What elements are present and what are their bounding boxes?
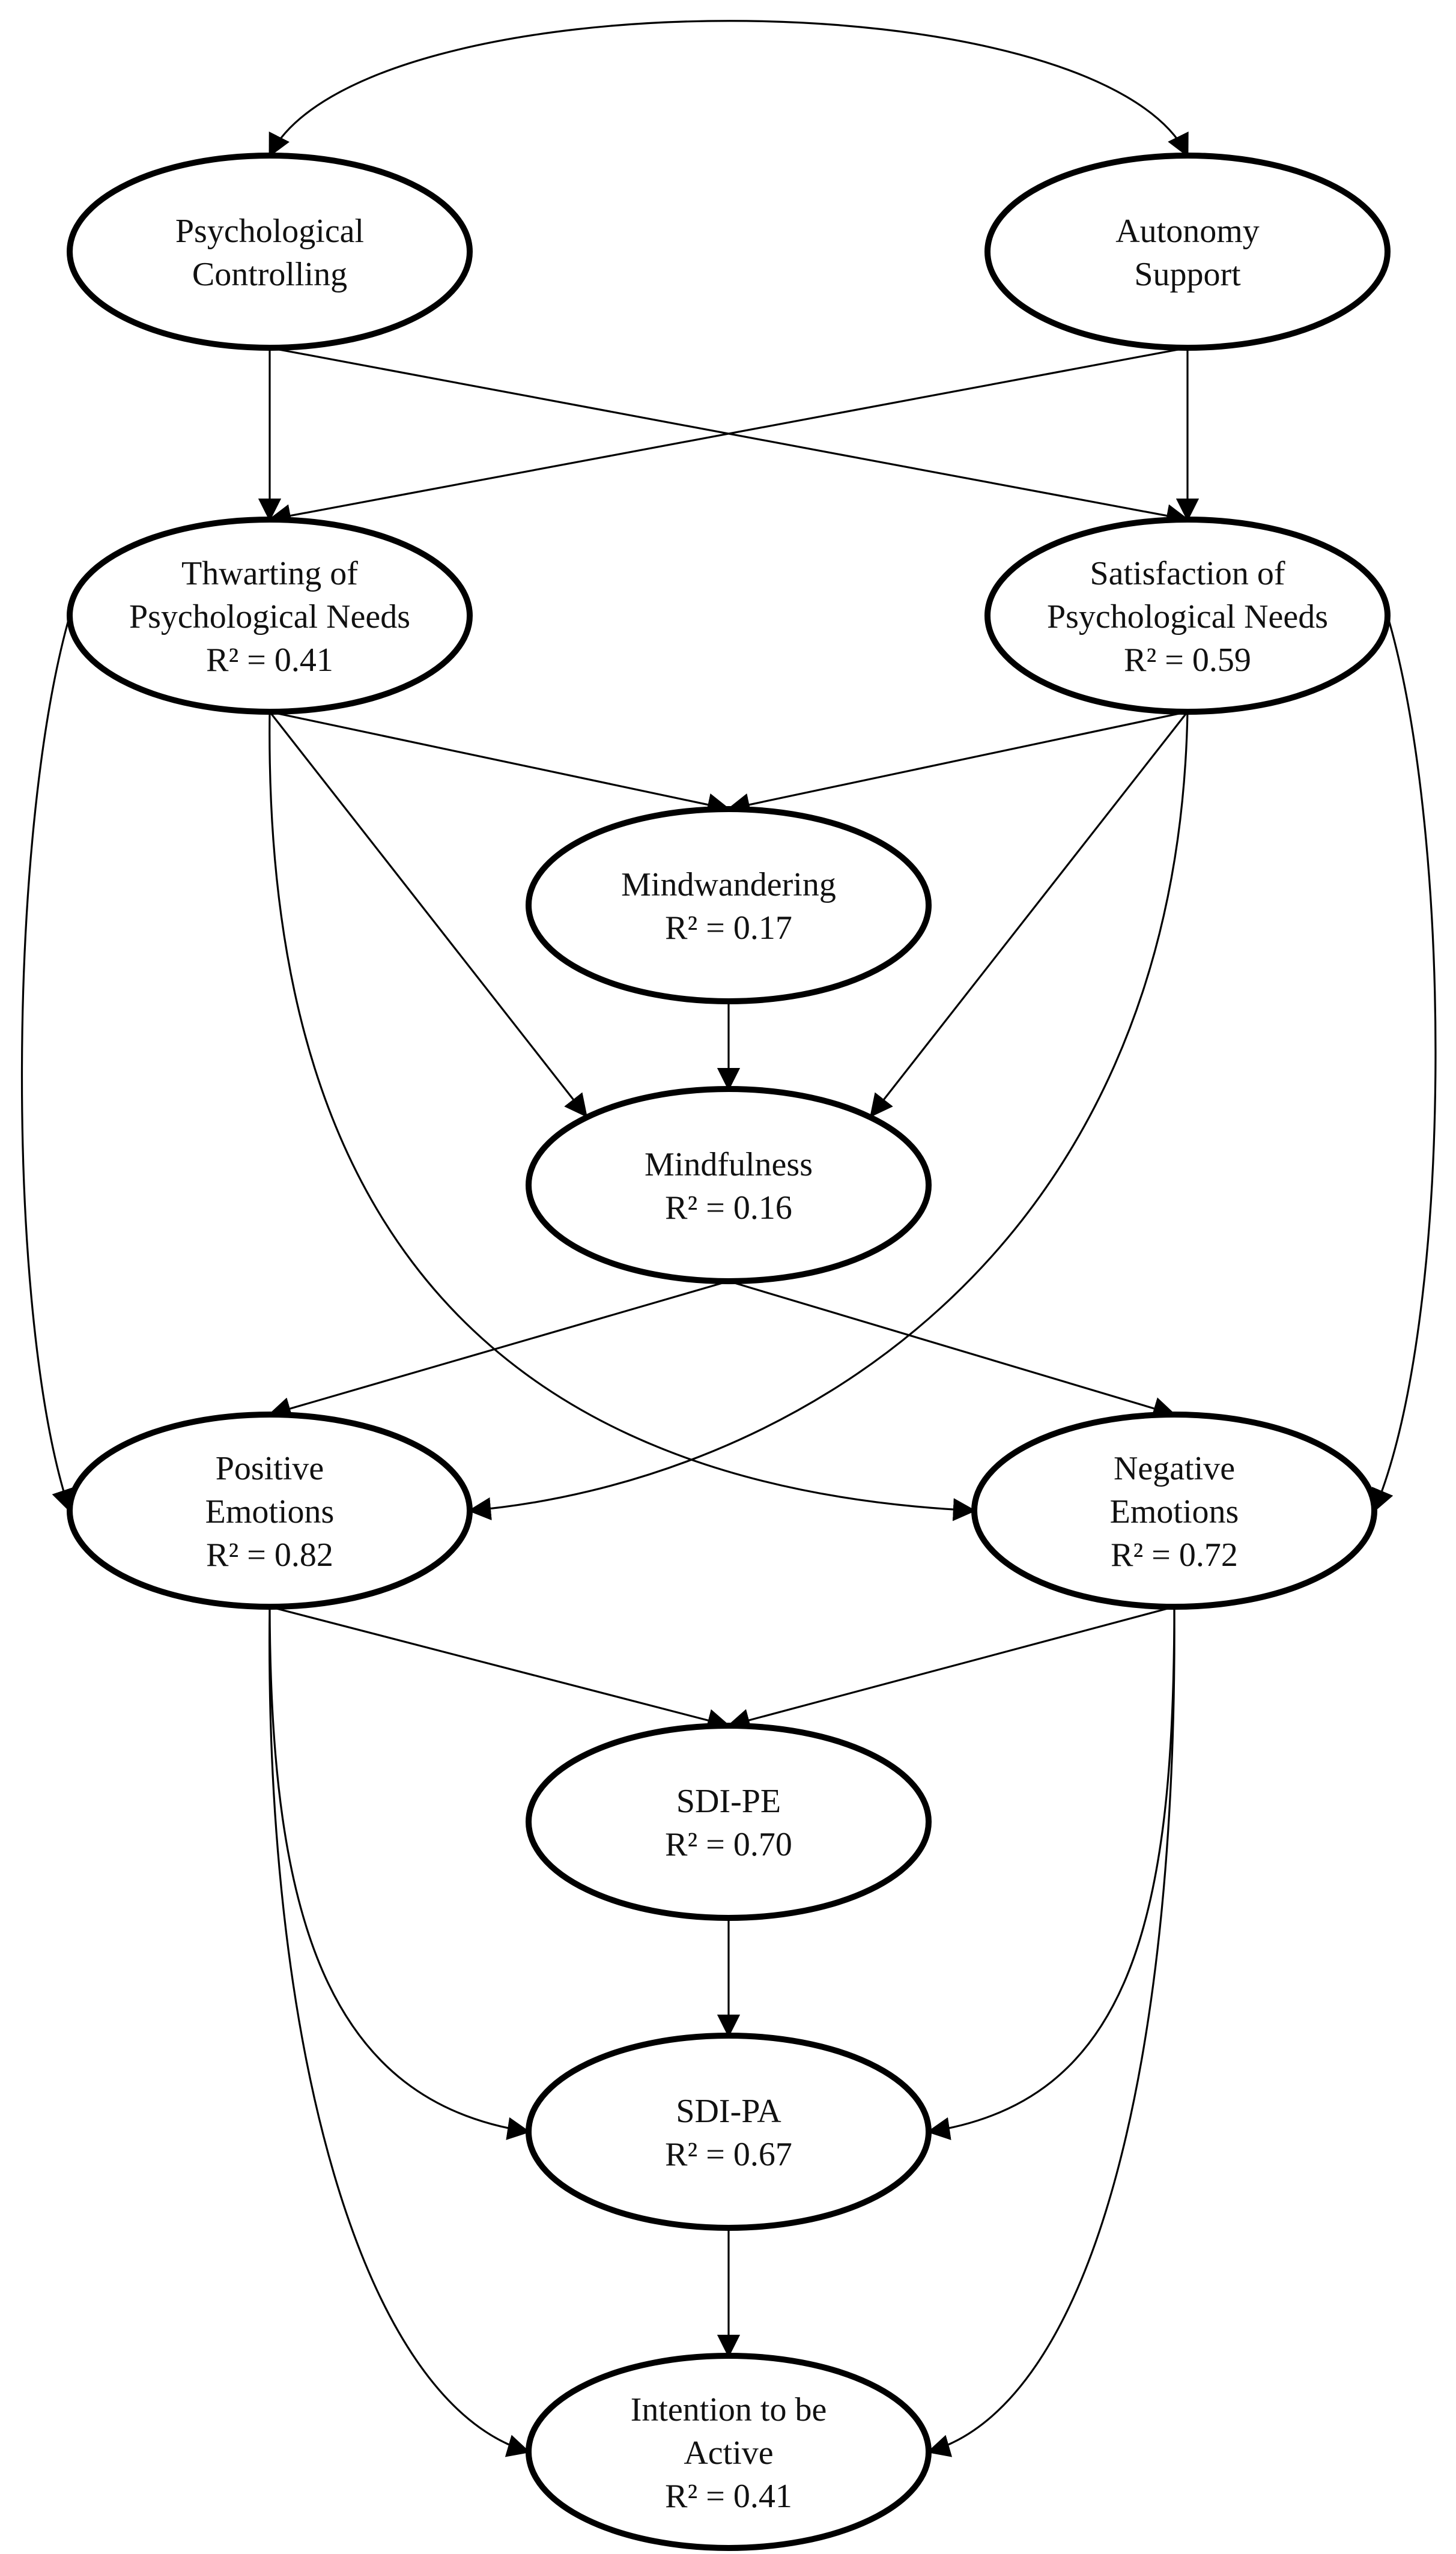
r2-label: R² = 0.59 (1124, 642, 1251, 679)
node-ellipse (526, 2033, 932, 2231)
path-negative-emotions-to-intention (926, 1606, 1175, 2457)
path-thwarting-to-negative-emotions (268, 711, 977, 1521)
node-mindfulness: Mindfulness R² = 0.16 (526, 1086, 932, 1284)
path-thwarting-to-mindfulness (268, 711, 587, 1118)
node-ellipse (984, 517, 1391, 715)
node-ellipse (67, 517, 473, 715)
node-label-line: Mindwandering (621, 866, 836, 903)
node-satisfaction: Satisfaction of Psychological Needs R² = 0… (984, 517, 1391, 715)
node-label-line: Emotions (205, 1493, 335, 1530)
node-sdi-pa: SDI-PA R² = 0.67 (526, 2033, 932, 2231)
node-label-line: Satisfaction of (1090, 555, 1285, 592)
r2-label: R² = 0.72 (1111, 1536, 1238, 1574)
node-label-line: Positive (216, 1450, 324, 1487)
node-ellipse (526, 806, 932, 1004)
node-sdi-pe: SDI-PE R² = 0.70 (526, 1723, 932, 1921)
r2-label: R² = 0.70 (665, 1826, 792, 1863)
node-ellipse (526, 1723, 932, 1921)
path-positive-emotions-to-intention (268, 1606, 531, 2457)
path-negative-emotions-to-sdi-pe (726, 1606, 1175, 1732)
node-label-line: Intention to be (631, 2391, 827, 2428)
r2-label: R² = 0.41 (665, 2478, 792, 2515)
path-mindfulness-to-positive-emotions (267, 1280, 729, 1420)
r2-label: R² = 0.82 (206, 1536, 333, 1574)
path-satisfaction-to-negative-emotions (1371, 615, 1437, 1512)
node-label-line: Negative (1114, 1450, 1235, 1487)
path-thwarting-to-positive-emotions (20, 615, 74, 1513)
node-ellipse (526, 2353, 932, 2551)
node-thwarting: Thwarting of Psychological Needs R² = 0.41 (67, 517, 473, 715)
node-ellipse (67, 153, 473, 351)
node-mindwandering: Mindwandering R² = 0.17 (526, 806, 932, 1004)
node-label-line: Psychological Needs (1047, 598, 1328, 635)
r2-label: R² = 0.16 (665, 1189, 792, 1227)
node-label-line: Mindfulness (645, 1146, 813, 1183)
path-thwarting-to-mindwandering (269, 711, 731, 816)
path-satisfaction-to-mindfulness (870, 711, 1189, 1118)
node-label-line: Psychological Needs (129, 598, 410, 635)
node-intention: Intention to be Active R² = 0.41 (526, 2353, 932, 2551)
path-positive-emotions-to-sdi-pa (268, 1606, 531, 2140)
path-satisfaction-to-mindwandering (726, 711, 1188, 816)
paths-layer (20, 20, 1437, 2457)
node-ellipse (526, 1086, 932, 1284)
node-label-line: SDI-PA (676, 2093, 781, 2130)
r2-label: R² = 0.67 (665, 2136, 792, 2173)
node-ellipse (984, 153, 1391, 351)
node-label-line: Psychological (175, 213, 364, 250)
r2-label: R² = 0.17 (665, 909, 792, 947)
node-ellipse (971, 1412, 1377, 1610)
path-mindfulness-to-negative-emotions (728, 1280, 1177, 1420)
covariance-psych-controlling-to-autonomy-support (268, 20, 1189, 157)
node-label-line: Thwarting of (181, 555, 358, 592)
node-label-line: Support (1134, 256, 1241, 293)
path-satisfaction-to-positive-emotions (467, 711, 1189, 1521)
path-autonomy-support-to-thwarting (267, 347, 1188, 527)
node-label-line: SDI-PE (676, 1783, 781, 1820)
node-label-line: Autonomy (1115, 213, 1260, 250)
r2-label: R² = 0.41 (206, 642, 333, 679)
node-label-line: Active (684, 2434, 773, 2472)
node-ellipse (67, 1412, 473, 1610)
node-label-line: Controlling (192, 256, 347, 293)
path-negative-emotions-to-sdi-pa (926, 1606, 1175, 2140)
node-label-line: Emotions (1110, 1493, 1239, 1530)
path-positive-emotions-to-sdi-pe (269, 1606, 731, 1732)
